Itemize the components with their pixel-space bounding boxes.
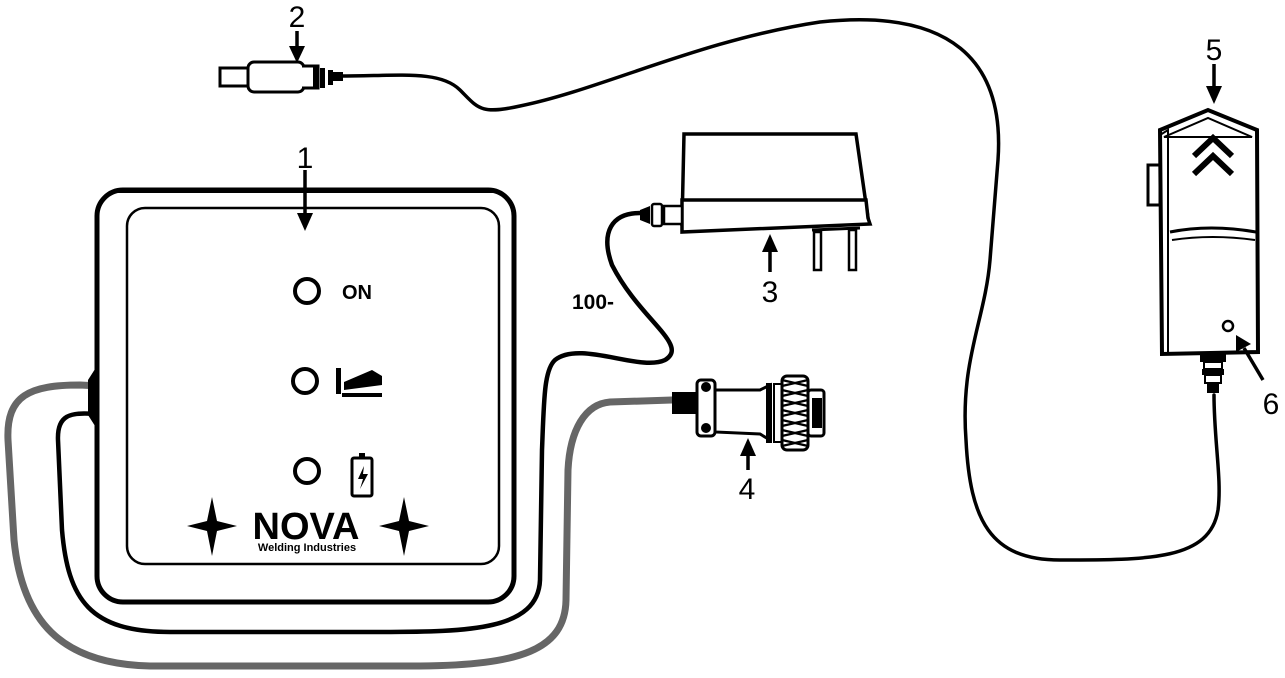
led-ring-icon	[291, 367, 319, 395]
callout-1: 1	[297, 142, 314, 175]
charger-cable	[338, 18, 1221, 562]
brand-name: NOVA	[253, 506, 360, 548]
dc-plug	[218, 60, 343, 94]
callout-3: 3	[762, 276, 779, 309]
led-on-label: ON	[342, 282, 372, 304]
led-ring-icon	[293, 457, 321, 485]
grey-cable	[4, 381, 676, 670]
callout-5: 5	[1206, 34, 1223, 67]
wall-adapter	[640, 132, 873, 272]
battery-charging-icon	[350, 453, 374, 498]
brand-subtitle: Welding Industries	[258, 542, 356, 554]
callout-2: 2	[289, 1, 306, 34]
led-weld-indicator	[291, 367, 382, 397]
prong	[812, 230, 823, 272]
charger-unit	[1146, 107, 1261, 393]
indicator-light	[1221, 319, 1235, 333]
led-on-indicator: ON	[293, 277, 372, 305]
led-battery-indicator	[293, 453, 374, 498]
double-chevron-up-icon	[1191, 133, 1235, 177]
four-point-star-icon	[187, 497, 237, 556]
callout-4: 4	[739, 473, 756, 506]
adapter-cable	[55, 210, 674, 635]
circular-connector	[672, 374, 826, 452]
led-ring-icon	[293, 277, 321, 305]
prong	[847, 228, 858, 272]
callout-6: 6	[1263, 388, 1280, 421]
four-point-star-icon	[379, 497, 429, 556]
welding-torch-icon	[336, 368, 382, 397]
callout-arrows	[289, 31, 1265, 470]
brand-block: NOVA Welding Industries	[187, 497, 429, 556]
cable-label: 100-	[572, 291, 614, 314]
